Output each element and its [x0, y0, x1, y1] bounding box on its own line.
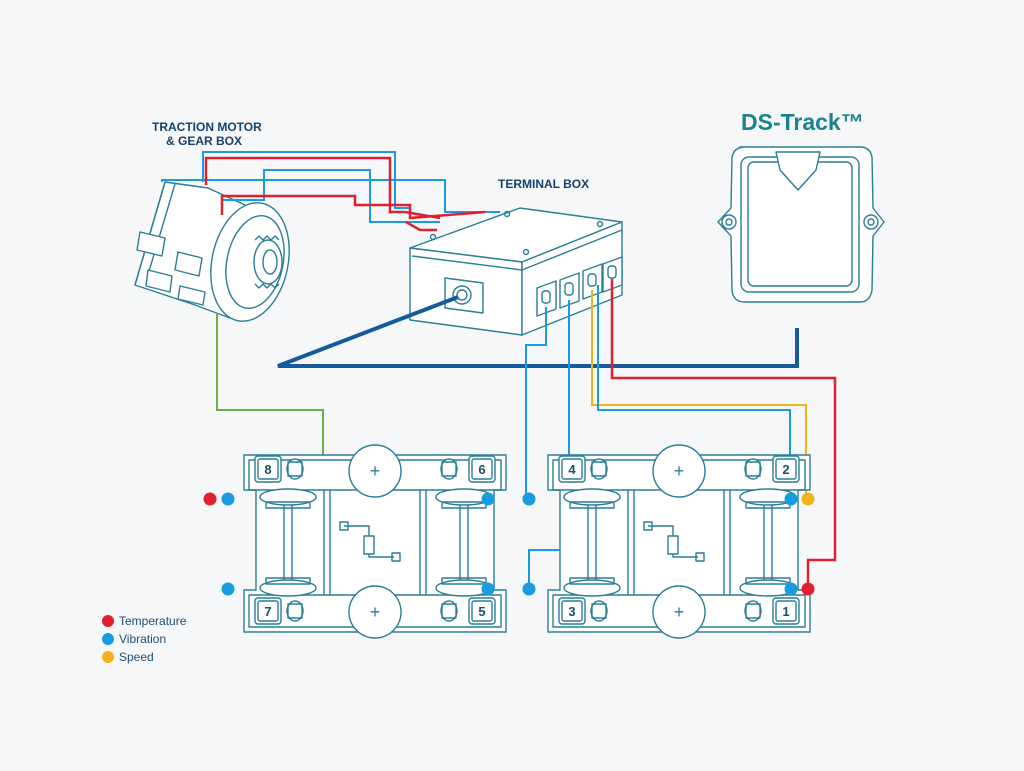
speed-sensor-dot	[801, 492, 815, 506]
legend-label: Vibration	[119, 632, 167, 646]
axle-number-8: 8	[264, 462, 271, 477]
motor-plus-label: +	[370, 461, 381, 481]
motor-plus-label: +	[674, 461, 685, 481]
legend-item-temperature: Temperature	[102, 612, 186, 630]
wiring	[161, 151, 837, 592]
motor-label-line2: & GEAR BOX	[166, 134, 242, 148]
bogies: + +8 6 7 5 + +4 2 3 1	[243, 444, 811, 639]
vibration-sensor-dot	[522, 492, 536, 506]
vibration-sensor-dot	[784, 492, 798, 506]
legend-label: Temperature	[119, 614, 187, 628]
axle-number-6: 6	[478, 462, 485, 477]
vibration-sensor-dot	[221, 492, 235, 506]
temperature-sensor-dot	[203, 492, 217, 506]
brand-title: DS-Track™	[741, 109, 864, 135]
vibration-sensor-dot	[522, 582, 536, 596]
temperature-dot-icon	[102, 615, 114, 627]
axle-number-3: 3	[568, 604, 575, 619]
speed-dot-icon	[102, 651, 114, 663]
terminal-connectors	[536, 256, 623, 317]
traction-motor	[134, 181, 290, 322]
ds-track-device	[717, 146, 885, 303]
motor-label-line1: TRACTION MOTOR	[152, 120, 262, 134]
legend-label: Speed	[119, 650, 154, 664]
vibration-sensor-dot	[784, 582, 798, 596]
vibration-sensor-dot	[221, 582, 235, 596]
vibration-dot-icon	[102, 633, 114, 645]
sensor-dots	[203, 492, 815, 596]
axle-number-4: 4	[568, 462, 576, 477]
temperature-sensor-dot	[801, 582, 815, 596]
motor-plus-label: +	[674, 602, 685, 622]
axle-number-1: 1	[782, 604, 789, 619]
legend-item-speed: Speed	[102, 648, 186, 666]
bogie: + +4 2 3 1	[547, 444, 811, 639]
terminal-box	[409, 207, 623, 336]
legend-item-vibration: Vibration	[102, 630, 186, 648]
axle-number-2: 2	[782, 462, 789, 477]
axle-number-7: 7	[264, 604, 271, 619]
legend: Temperature Vibration Speed	[102, 612, 186, 666]
vibration-sensor-dot	[481, 492, 495, 506]
terminal-box-label: TERMINAL BOX	[498, 177, 589, 191]
motor-plus-label: +	[370, 602, 381, 622]
vibration-sensor-dot	[481, 582, 495, 596]
axle-number-5: 5	[478, 604, 485, 619]
bogie: + +8 6 7 5	[243, 444, 507, 639]
